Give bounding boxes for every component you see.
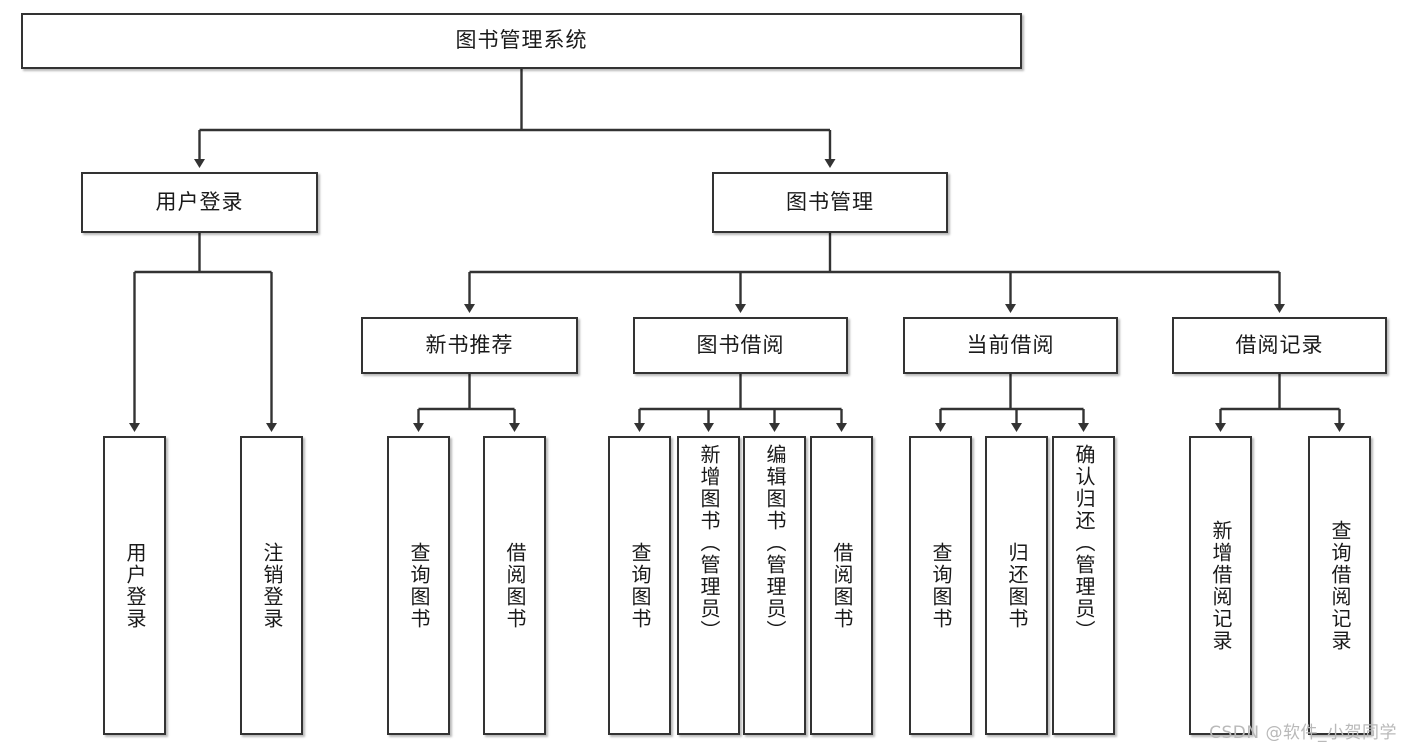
node-root[interactable]: 图书管理系统 (21, 13, 1022, 69)
node-leaf-edit-book-label: 编辑图书（管理员） (763, 444, 787, 642)
node-leaf-query-book-3[interactable]: 查询图书 (909, 436, 972, 735)
node-leaf-query-book-2[interactable]: 查询图书 (608, 436, 671, 735)
node-book-manage-label: 图书管理 (786, 189, 874, 214)
node-leaf-confirm-return-label: 确认归还（管理员） (1072, 444, 1096, 642)
node-book-borrow-label: 图书借阅 (696, 332, 785, 357)
node-leaf-add-book[interactable]: 新增图书（管理员） (677, 436, 740, 735)
node-leaf-add-record[interactable]: 新增借阅记录 (1189, 436, 1252, 735)
node-new-book-rec-label: 新书推荐 (425, 332, 514, 357)
node-leaf-query-book-1[interactable]: 查询图书 (387, 436, 450, 735)
node-leaf-return-book-label: 归还图书 (1005, 541, 1029, 630)
node-borrow-record-label: 借阅记录 (1235, 332, 1324, 357)
node-book-manage[interactable]: 图书管理 (712, 172, 948, 233)
node-leaf-confirm-return[interactable]: 确认归还（管理员） (1052, 436, 1115, 735)
node-borrow-record[interactable]: 借阅记录 (1172, 317, 1387, 374)
node-root-label: 图书管理系统 (455, 28, 588, 53)
node-leaf-user-login-label: 用户登录 (123, 541, 147, 630)
node-leaf-return-book[interactable]: 归还图书 (985, 436, 1048, 735)
node-leaf-borrow-book-2[interactable]: 借阅图书 (810, 436, 873, 735)
node-leaf-query-book-2-label: 查询图书 (628, 541, 652, 630)
node-leaf-query-book-3-label: 查询图书 (929, 541, 953, 630)
node-leaf-query-record-label: 查询借阅记录 (1328, 519, 1352, 652)
node-leaf-user-login[interactable]: 用户登录 (103, 436, 166, 735)
node-leaf-query-book-1-label: 查询图书 (407, 541, 431, 630)
node-leaf-add-book-label: 新增图书（管理员） (697, 444, 721, 642)
node-leaf-logout-label: 注销登录 (260, 541, 284, 630)
node-user-login[interactable]: 用户登录 (81, 172, 318, 233)
node-new-book-rec[interactable]: 新书推荐 (361, 317, 578, 374)
node-leaf-borrow-book-1-label: 借阅图书 (503, 541, 527, 630)
node-leaf-add-record-label: 新增借阅记录 (1209, 519, 1233, 652)
node-leaf-logout[interactable]: 注销登录 (240, 436, 303, 735)
node-book-borrow[interactable]: 图书借阅 (633, 317, 848, 374)
node-leaf-borrow-book-1[interactable]: 借阅图书 (483, 436, 546, 735)
node-leaf-edit-book[interactable]: 编辑图书（管理员） (743, 436, 806, 735)
node-leaf-query-record[interactable]: 查询借阅记录 (1308, 436, 1371, 735)
node-current-borrow[interactable]: 当前借阅 (903, 317, 1118, 374)
node-current-borrow-label: 当前借阅 (966, 332, 1055, 357)
watermark-text: CSDN @软件_小贺同学 (1209, 723, 1397, 743)
node-user-login-label: 用户登录 (155, 189, 244, 214)
node-leaf-borrow-book-2-label: 借阅图书 (830, 541, 854, 630)
